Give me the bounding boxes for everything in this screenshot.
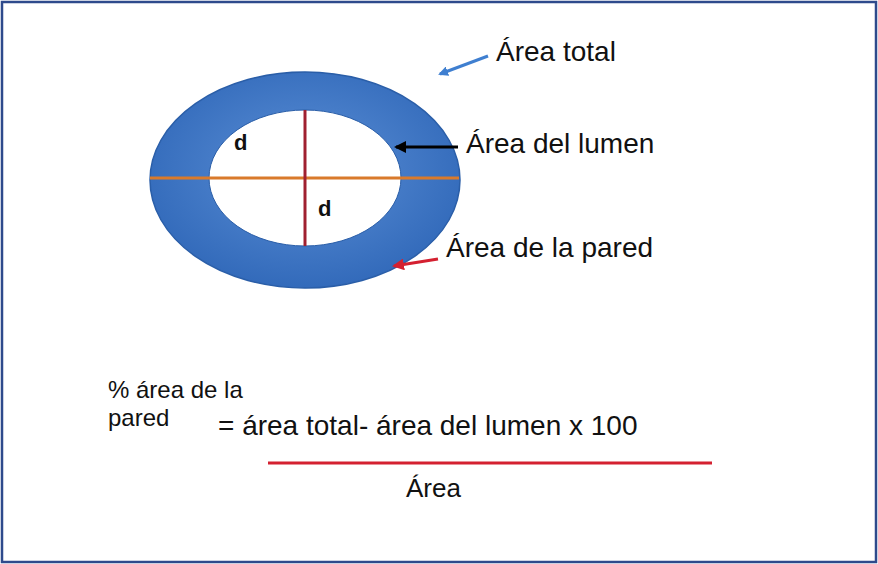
part-label: Área total bbox=[496, 36, 616, 68]
leader-arrow bbox=[440, 56, 488, 74]
part-label: Área de la pared bbox=[446, 232, 653, 264]
dimension-label: d bbox=[318, 196, 331, 221]
leader-arrow bbox=[394, 259, 438, 266]
leader-arrow bbox=[396, 146, 458, 149]
airway-wall bbox=[150, 72, 460, 288]
fraction-bar bbox=[268, 462, 712, 465]
diameter-line bbox=[304, 110, 307, 246]
part-label: Área del lumen bbox=[466, 128, 654, 160]
formula-denominator: Área bbox=[406, 474, 461, 504]
formula-numerator: = área total- área del lumen x 100 bbox=[218, 410, 637, 442]
dimension-label: d bbox=[234, 130, 247, 155]
